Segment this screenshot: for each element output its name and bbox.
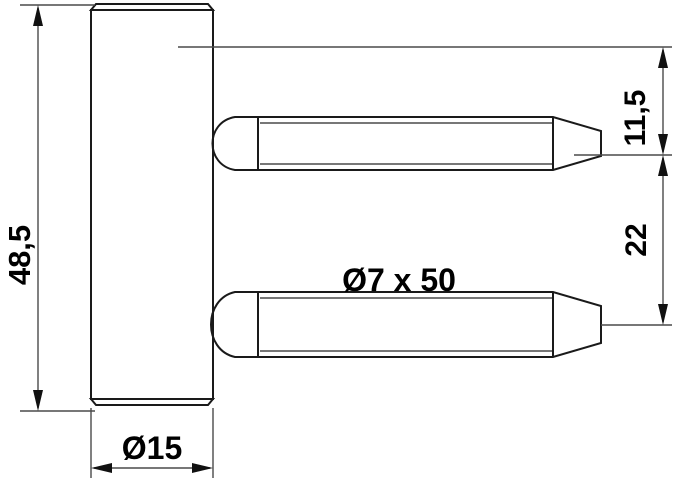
plate-bottom-chamfer xyxy=(88,398,216,406)
dim-dia-15-arrow-left xyxy=(91,463,112,473)
dim-48-5-arrow-bottom xyxy=(33,390,43,411)
upper-pin xyxy=(211,116,602,171)
dim-48-5-arrow-top xyxy=(33,5,43,26)
dim-dia-15-arrow-right xyxy=(192,463,213,473)
dim-11-5-arrow-top xyxy=(658,47,668,68)
dimension-48-5: 48,5 xyxy=(2,5,43,411)
dim-22-arrow-bottom xyxy=(658,304,668,325)
dimension-22: 22 xyxy=(620,155,668,325)
dim-11-5-text: 11,5 xyxy=(619,90,652,147)
mounting-plate xyxy=(88,3,216,406)
lower-pin-outline xyxy=(210,291,602,358)
lower-pin xyxy=(210,291,602,358)
dimension-dia-15: Ø15 xyxy=(91,430,213,473)
dimension-11-5: 11,5 xyxy=(619,47,668,155)
plate-body xyxy=(90,9,214,400)
dim-11-5-arrow-bottom xyxy=(658,134,668,155)
upper-pin-outline xyxy=(211,116,602,171)
dim-48-5-text: 48,5 xyxy=(2,225,37,285)
dim-22-arrow-top xyxy=(658,155,668,176)
dim-dia-15-text: Ø15 xyxy=(122,430,182,466)
dim-22-text: 22 xyxy=(620,223,653,256)
pin-spec-label: Ø7 x 50 xyxy=(342,262,456,298)
